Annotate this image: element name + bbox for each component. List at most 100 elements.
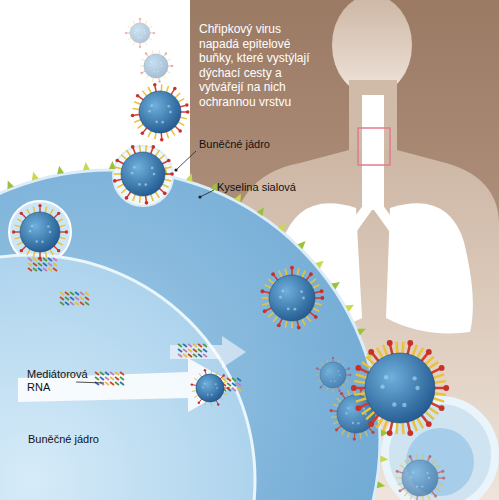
spike-head <box>140 72 142 74</box>
spike-head <box>426 421 432 427</box>
virus-texture <box>410 476 412 478</box>
spike-head <box>165 52 167 54</box>
mrna-segment <box>60 302 64 305</box>
mrna-segment <box>237 378 241 381</box>
spike-head <box>338 390 340 392</box>
spike-head <box>332 357 334 359</box>
spike-head <box>309 272 313 276</box>
virus-texture <box>330 380 332 382</box>
mrna-segment <box>70 297 74 300</box>
spike-head <box>290 266 294 270</box>
mrna-segment <box>33 263 37 266</box>
part-label: Buněčné jádro <box>199 138 309 151</box>
mrna-segment <box>43 263 47 266</box>
spike-head <box>372 431 375 434</box>
virus-texture <box>279 296 282 299</box>
virus-texture <box>415 386 419 390</box>
virus-envelope <box>144 54 168 78</box>
mrna-segment <box>203 354 207 357</box>
virus-texture <box>29 230 32 233</box>
spike-head <box>38 257 41 260</box>
spike-head <box>351 385 357 391</box>
sialic-acid <box>380 455 388 462</box>
leader-dot <box>174 168 177 171</box>
sialic-acid <box>83 162 90 170</box>
spike-head <box>368 421 374 427</box>
virus-texture <box>143 29 145 31</box>
virus-texture <box>157 71 159 73</box>
spike-head <box>160 138 164 142</box>
mrna-segment <box>75 297 79 300</box>
endosome <box>9 201 71 263</box>
mrna-segment <box>48 263 52 266</box>
sialic-acid <box>315 261 323 269</box>
spike-head <box>349 374 351 376</box>
virus-particle <box>125 18 155 48</box>
virus-envelope <box>402 460 438 496</box>
spike-head <box>277 323 281 327</box>
virus-texture <box>334 380 336 382</box>
spike-head <box>320 289 324 293</box>
spike-head <box>158 80 160 82</box>
mrna-segment <box>105 382 109 385</box>
part-label: Buněčné jádro <box>28 433 138 446</box>
mrna-segment <box>227 383 231 386</box>
spike-head <box>65 230 68 233</box>
spike-head <box>204 369 206 371</box>
mrna-segment <box>183 354 187 357</box>
sialic-acid <box>377 481 385 488</box>
virus-envelope <box>130 23 150 43</box>
spike-head <box>171 65 173 67</box>
virus-texture <box>363 408 365 410</box>
mrna-segment <box>85 297 89 300</box>
spike-head <box>355 365 361 371</box>
virus-texture <box>402 403 406 407</box>
spike-head <box>426 349 432 355</box>
virus-texture <box>161 121 164 124</box>
mrna-segment <box>43 258 47 261</box>
spike-head <box>335 428 338 431</box>
virus-texture <box>302 297 305 300</box>
spike-head <box>125 32 127 34</box>
mrna-segment <box>193 354 197 357</box>
virus-particle <box>113 145 174 205</box>
mrna-segment <box>75 302 79 305</box>
spike-head <box>399 489 402 492</box>
mrna-segment <box>80 292 84 295</box>
mrna-segment <box>188 354 192 357</box>
spike-head <box>198 402 200 404</box>
virus-texture <box>281 290 284 293</box>
spike-head <box>222 374 224 376</box>
spike-head <box>20 212 23 215</box>
leader-line <box>76 382 104 383</box>
mrna-segment <box>203 349 207 352</box>
spike-head <box>153 32 155 34</box>
spike-head <box>153 83 157 87</box>
mrna-segment <box>65 297 69 300</box>
mrna-segment <box>105 377 109 380</box>
virus-envelope <box>269 275 315 321</box>
virus-texture <box>153 71 155 73</box>
virus-texture <box>41 240 44 243</box>
mrna-segment <box>115 372 119 375</box>
mrna-segment <box>38 268 42 271</box>
mrna-segment <box>193 344 197 347</box>
virus-texture <box>300 290 303 293</box>
spike-head <box>271 272 275 276</box>
spike-head <box>387 340 393 346</box>
spike-head <box>151 145 155 149</box>
virus-texture <box>138 37 140 39</box>
leader-line <box>200 190 214 197</box>
virus-particle <box>131 83 190 141</box>
spike-head <box>348 367 350 369</box>
sialic-acid <box>210 182 216 191</box>
mrna-segment <box>120 382 124 385</box>
virus-envelope <box>365 353 435 423</box>
mrna-segment <box>183 344 187 347</box>
virus-envelope <box>139 91 181 133</box>
mrna-segment <box>227 378 231 381</box>
mrna-segment <box>53 263 57 266</box>
mrna-segment <box>198 344 202 347</box>
mrna-segment <box>70 292 74 295</box>
